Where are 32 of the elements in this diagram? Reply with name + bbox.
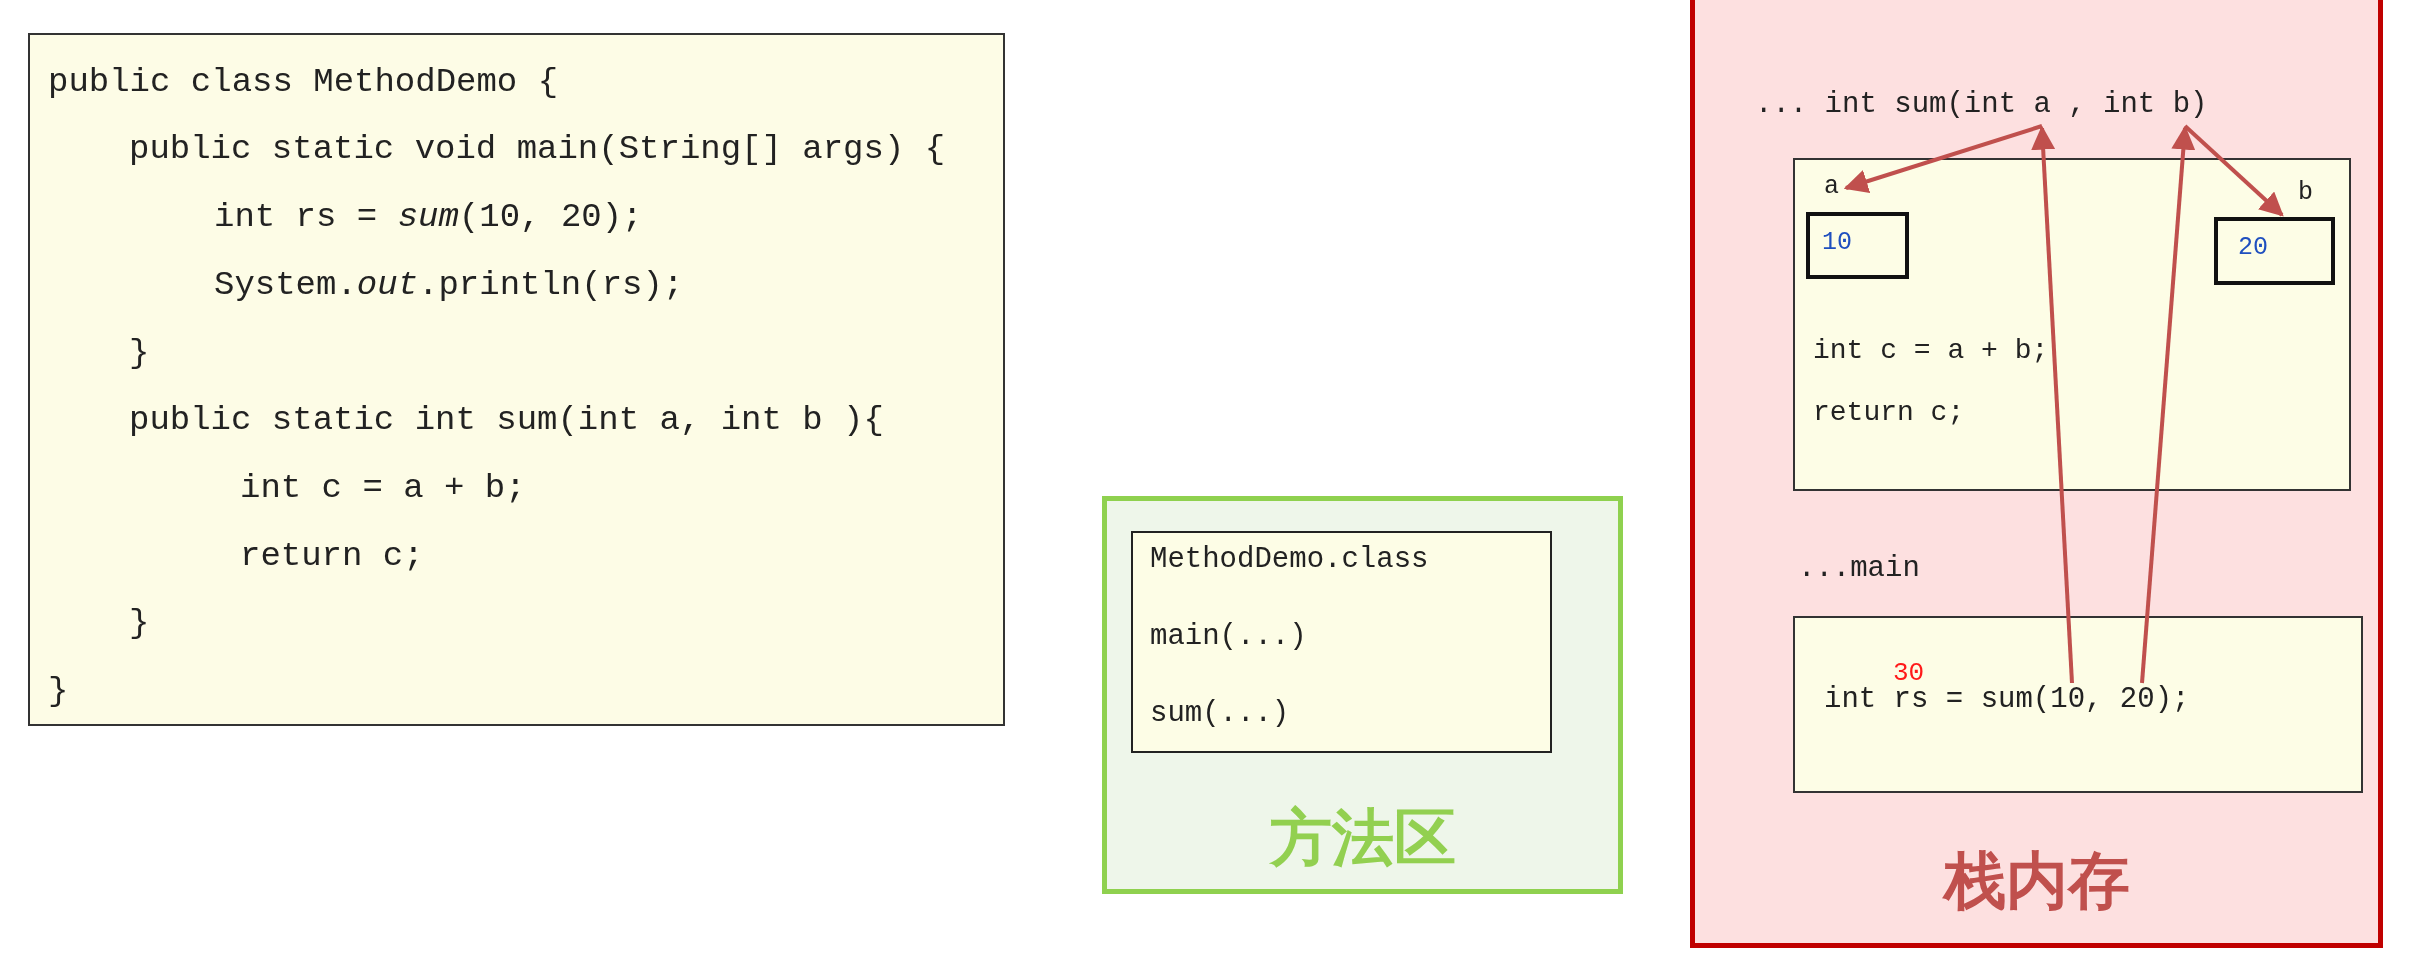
code-line: } bbox=[129, 333, 150, 374]
code-line: public static void main(String[] args) { bbox=[129, 129, 946, 170]
value-text: 20 bbox=[2238, 233, 2268, 263]
variable-name: ...main bbox=[1798, 552, 1920, 587]
value-text: 10 bbox=[1822, 228, 1852, 258]
method-area-panel bbox=[1102, 496, 1623, 894]
arrow bbox=[2140, 125, 2196, 684]
variable-name: a bbox=[1824, 172, 1839, 202]
code-panel bbox=[28, 33, 1005, 726]
code-line: return c; bbox=[240, 536, 424, 577]
arrow bbox=[1843, 124, 2043, 193]
arrow bbox=[2031, 125, 2074, 684]
arrow bbox=[2183, 124, 2284, 217]
code-line: public class MethodDemo { bbox=[48, 62, 559, 103]
code-line: System.out.println(rs); bbox=[214, 265, 684, 306]
code-line: } bbox=[48, 671, 69, 712]
stack-memory-panel bbox=[1690, 0, 2383, 948]
area-title: 栈内存 bbox=[1941, 844, 2131, 919]
code-line: int c = a + b; bbox=[240, 468, 526, 509]
class-member-text: MethodDemo.class bbox=[1150, 543, 1429, 578]
stack-frame bbox=[1793, 158, 2351, 491]
method-signature: ... int sum(int a , int b) bbox=[1755, 88, 2225, 126]
area-title: 方法区 bbox=[1268, 801, 1457, 876]
variable-name: b bbox=[2298, 178, 2313, 208]
code-line: int rs = sum(10, 20); bbox=[214, 197, 643, 238]
code-line: public static int sum(int a, int b ){ bbox=[129, 400, 884, 441]
code-line: int c = a + b; bbox=[1813, 334, 2049, 368]
code-line: } bbox=[129, 603, 150, 644]
code-line: return c; bbox=[1813, 396, 1965, 430]
class-member-text: main(...) bbox=[1150, 620, 1307, 655]
class-member-text: sum(...) bbox=[1150, 697, 1290, 732]
class-box bbox=[1131, 531, 1552, 753]
